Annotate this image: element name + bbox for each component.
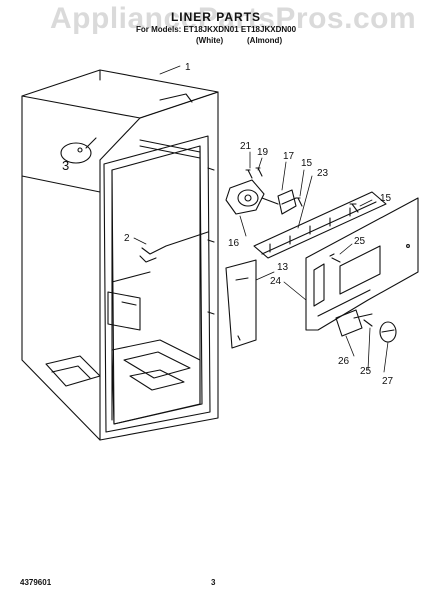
callout-3: 3 [62, 158, 69, 173]
part-3-label-plate [60, 137, 97, 164]
variant-white: (White) [196, 36, 224, 45]
diagram-title: LINER PARTS [170, 10, 262, 24]
part-24-evaporator-cover [305, 197, 419, 331]
liner-cabinet [21, 69, 219, 441]
fan-motor-assembly [225, 167, 297, 215]
callout-1: 1 [185, 62, 191, 73]
callout-13: 13 [277, 262, 289, 273]
callout-16: 16 [228, 238, 240, 249]
callout-numbers: 1 2 3 21 19 17 15 23 15 16 13 24 25 26 2… [62, 62, 394, 387]
callout-24: 24 [270, 276, 282, 287]
part-26-control-housing [335, 309, 373, 337]
watermark: AppliancePartsPros.com [50, 2, 417, 35]
callout-21: 21 [240, 141, 252, 152]
callout-15-upper: 15 [301, 158, 313, 169]
callout-17: 17 [283, 151, 295, 162]
page-number: 3 [211, 578, 216, 587]
callout-25-lower: 25 [360, 366, 372, 377]
callout-15-right: 15 [380, 193, 392, 204]
model-list: For Models: ET18JKXDN01 ET18JKXDN00 [135, 25, 297, 34]
callout-23: 23 [317, 168, 329, 179]
callout-2: 2 [124, 233, 130, 244]
screw-25-upper [329, 253, 341, 263]
callout-26: 26 [338, 356, 350, 367]
part-27-control-knob [379, 321, 397, 343]
screw-15 [295, 197, 359, 213]
part-2-wire-harness [139, 231, 209, 263]
part-13-bracket [225, 259, 257, 349]
screw-25-lower [363, 319, 373, 327]
part-number: 4379601 [20, 578, 52, 587]
callout-27: 27 [382, 376, 394, 387]
callout-19: 19 [257, 147, 269, 158]
callout-25-upper: 25 [354, 236, 366, 247]
variant-almond: (Almond) [247, 36, 283, 45]
leader-lines [133, 65, 389, 373]
